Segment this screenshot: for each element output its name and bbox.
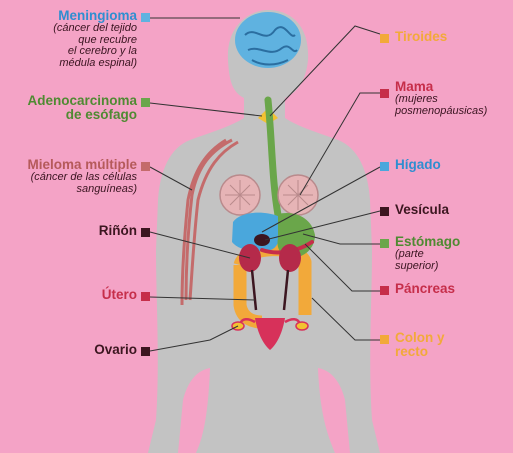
vesicula-marker xyxy=(380,207,389,216)
utero-marker xyxy=(141,292,150,301)
colon-title-1: recto xyxy=(395,345,505,359)
mieloma-title: Mieloma múltiple xyxy=(0,158,137,172)
rinon-title: Riñón xyxy=(37,224,137,238)
higado-title: Hígado xyxy=(395,158,505,172)
estomago-sub-0: (parte xyxy=(395,249,505,261)
higado-marker xyxy=(380,162,389,171)
meningioma-title: Meningioma xyxy=(0,9,137,23)
mama-sub-1: posmenopáusicas) xyxy=(395,106,510,118)
tiroides-label: Tiroides xyxy=(395,30,505,44)
meningioma-sub-3: médula espinal) xyxy=(0,58,137,70)
mama-marker xyxy=(380,89,389,98)
colon-marker xyxy=(380,335,389,344)
mieloma-sub-1: sanguíneas) xyxy=(0,184,137,196)
pancreas-label: Páncreas xyxy=(395,282,505,296)
mama-sub-0: (mujeres xyxy=(395,94,510,106)
utero-title: Útero xyxy=(37,288,137,302)
adeno-title-1: de esófago xyxy=(0,108,137,122)
vesicula-label: Vesícula xyxy=(395,203,505,217)
ovario-title: Ovario xyxy=(37,343,137,357)
adeno-marker xyxy=(141,98,150,107)
mieloma-label: Mieloma múltiple (cáncer de las células … xyxy=(0,158,137,195)
gallbladder xyxy=(254,234,270,246)
colon-title-0: Colon y xyxy=(395,331,505,345)
ovario-marker xyxy=(141,347,150,356)
meningioma-label: Meningioma (cáncer del tejido que recubr… xyxy=(0,9,137,69)
meningioma-sub-0: (cáncer del tejido xyxy=(0,23,137,35)
utero-label: Útero xyxy=(37,288,137,302)
adeno-label: Adenocarcinoma de esófago xyxy=(0,94,137,122)
pancreas-title: Páncreas xyxy=(395,282,505,296)
tiroides-marker xyxy=(380,34,389,43)
estomago-marker xyxy=(380,239,389,248)
rinon-marker xyxy=(141,228,150,237)
vesicula-title: Vesícula xyxy=(395,203,505,217)
estomago-title: Estómago xyxy=(395,235,505,249)
brain xyxy=(235,12,301,68)
estomago-label: Estómago (parte superior) xyxy=(395,235,505,272)
mieloma-marker xyxy=(141,162,150,171)
liver xyxy=(232,213,280,252)
mama-title: Mama xyxy=(395,80,510,94)
ovario-label: Ovario xyxy=(37,343,137,357)
mama-label: Mama (mujeres posmenopáusicas) xyxy=(395,80,510,117)
tiroides-title: Tiroides xyxy=(395,30,505,44)
rinon-label: Riñón xyxy=(37,224,137,238)
mieloma-sub-0: (cáncer de las células xyxy=(0,172,137,184)
estomago-sub-1: superior) xyxy=(395,261,505,273)
higado-label: Hígado xyxy=(395,158,505,172)
pancreas-marker xyxy=(380,286,389,295)
adeno-title-0: Adenocarcinoma xyxy=(0,94,137,108)
colon-label: Colon y recto xyxy=(395,331,505,359)
meningioma-marker xyxy=(141,13,150,22)
